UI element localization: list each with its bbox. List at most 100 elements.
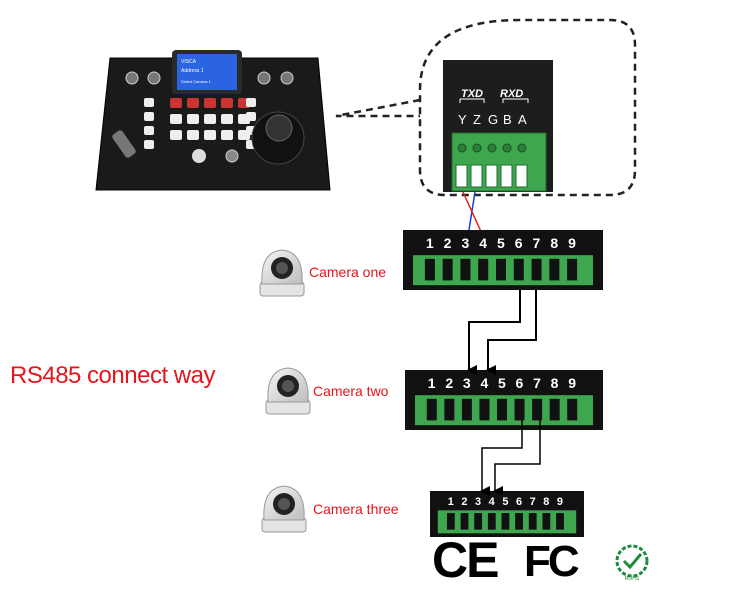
strip-pin-label: 5 <box>502 496 508 508</box>
strip-slot <box>496 258 506 281</box>
port-slot <box>500 164 513 188</box>
strip-slot <box>479 398 490 421</box>
keypad-button <box>170 114 182 124</box>
side-button <box>246 98 256 107</box>
keypad-button <box>170 130 182 140</box>
port-pin-y: Y <box>458 112 467 127</box>
strip-slot <box>424 258 435 281</box>
keypad-button <box>187 98 199 108</box>
strip-pin-label: 6 <box>515 235 523 251</box>
strip-slot <box>487 513 496 530</box>
strip-pin-label: 5 <box>498 375 506 391</box>
strip-pin-label: 1 <box>428 375 436 391</box>
zoom-rocker <box>112 130 136 158</box>
strip-pin-label: 2 <box>461 496 467 508</box>
strip-slot <box>444 398 455 421</box>
strip-pin-label: 6 <box>516 496 522 508</box>
rs485-wires <box>462 191 492 242</box>
strip-pin-label: 6 <box>516 375 524 391</box>
port-pin-g: G <box>488 112 498 127</box>
port-slot <box>470 164 483 188</box>
strip-slot <box>442 258 453 281</box>
strip-slot <box>528 513 537 530</box>
joystick-icon <box>265 114 293 142</box>
ptz-controller: VISCA Address 1 Select Camera 1 <box>95 50 331 191</box>
diagram-title: RS485 connect way <box>10 362 215 389</box>
ce-mark-logo: CE <box>432 532 499 588</box>
strip-slot <box>474 513 483 530</box>
strip-pin-label: 3 <box>463 375 471 391</box>
side-button <box>144 140 154 149</box>
knob-icon <box>147 71 161 85</box>
strip-pin-label: 9 <box>568 235 576 251</box>
port-pin-a: A <box>518 112 527 127</box>
strip-slot <box>542 513 551 530</box>
wire-red <box>462 191 492 237</box>
port-slot <box>455 164 468 188</box>
strip-pin-label: 4 <box>489 496 495 508</box>
strip-slot <box>513 258 524 281</box>
strip-slot <box>446 513 455 530</box>
chain-wires-1-2 <box>467 290 537 375</box>
strip-slot <box>461 398 472 421</box>
strip-slot <box>549 398 560 421</box>
strip-pin-label: 4 <box>480 375 488 391</box>
keypad-button <box>221 130 233 140</box>
strip-slot <box>567 258 578 281</box>
side-button <box>246 112 256 121</box>
camera-three-label: Camera three <box>313 501 399 517</box>
strip-pin-label: 7 <box>530 496 536 508</box>
port-screw <box>517 143 527 153</box>
keypad-button <box>204 130 216 140</box>
keypad-button <box>204 98 216 108</box>
chain-wires-2-3 <box>480 420 541 496</box>
rohs-logo: ROHS <box>604 543 660 589</box>
knob-icon <box>125 71 139 85</box>
strip-slot <box>497 398 507 421</box>
strip-pin-label: 2 <box>445 375 453 391</box>
strip-pin-label: 8 <box>543 496 549 508</box>
strip-slot <box>549 258 560 281</box>
rxd-label: RXD <box>500 88 523 100</box>
strip-slot <box>556 513 564 530</box>
strip-slot <box>567 398 578 421</box>
camera-one-icon <box>259 249 305 297</box>
port-slot <box>515 164 528 188</box>
txd-label: TXD <box>461 88 483 100</box>
keypad-button <box>187 130 199 140</box>
wire-blue <box>467 191 476 242</box>
strip-slot <box>426 398 437 421</box>
camera-lens-inner <box>278 498 290 510</box>
strip-slot <box>501 513 510 530</box>
port-screw <box>472 143 482 153</box>
port-pin-z: Z <box>473 112 481 127</box>
strip-pin-label: 5 <box>497 235 505 251</box>
strip-slot <box>514 398 525 421</box>
keypad-button <box>221 98 233 108</box>
knob-icon <box>280 71 294 85</box>
camera-two-icon <box>265 367 311 415</box>
side-button <box>144 126 154 135</box>
rohs-wreath-icon <box>615 544 649 578</box>
strip-slot <box>515 513 523 530</box>
strip-slot <box>531 258 542 281</box>
controller-screen <box>177 54 237 90</box>
strip-pin-label: 3 <box>475 496 481 508</box>
side-button <box>144 98 154 107</box>
strip-pin-label: 4 <box>479 235 487 251</box>
speed-knob-icon <box>225 149 239 163</box>
camera-lens-inner <box>276 262 288 274</box>
knob-icon <box>257 71 271 85</box>
strip-pin-label: 1 <box>448 496 454 508</box>
screen-line-1: VISCA <box>181 59 197 65</box>
camera-three-icon <box>261 485 307 533</box>
strip-pin-label: 8 <box>551 375 559 391</box>
camera-one-label: Camera one <box>309 264 387 280</box>
keypad-button <box>221 114 233 124</box>
port-screw <box>457 143 467 153</box>
